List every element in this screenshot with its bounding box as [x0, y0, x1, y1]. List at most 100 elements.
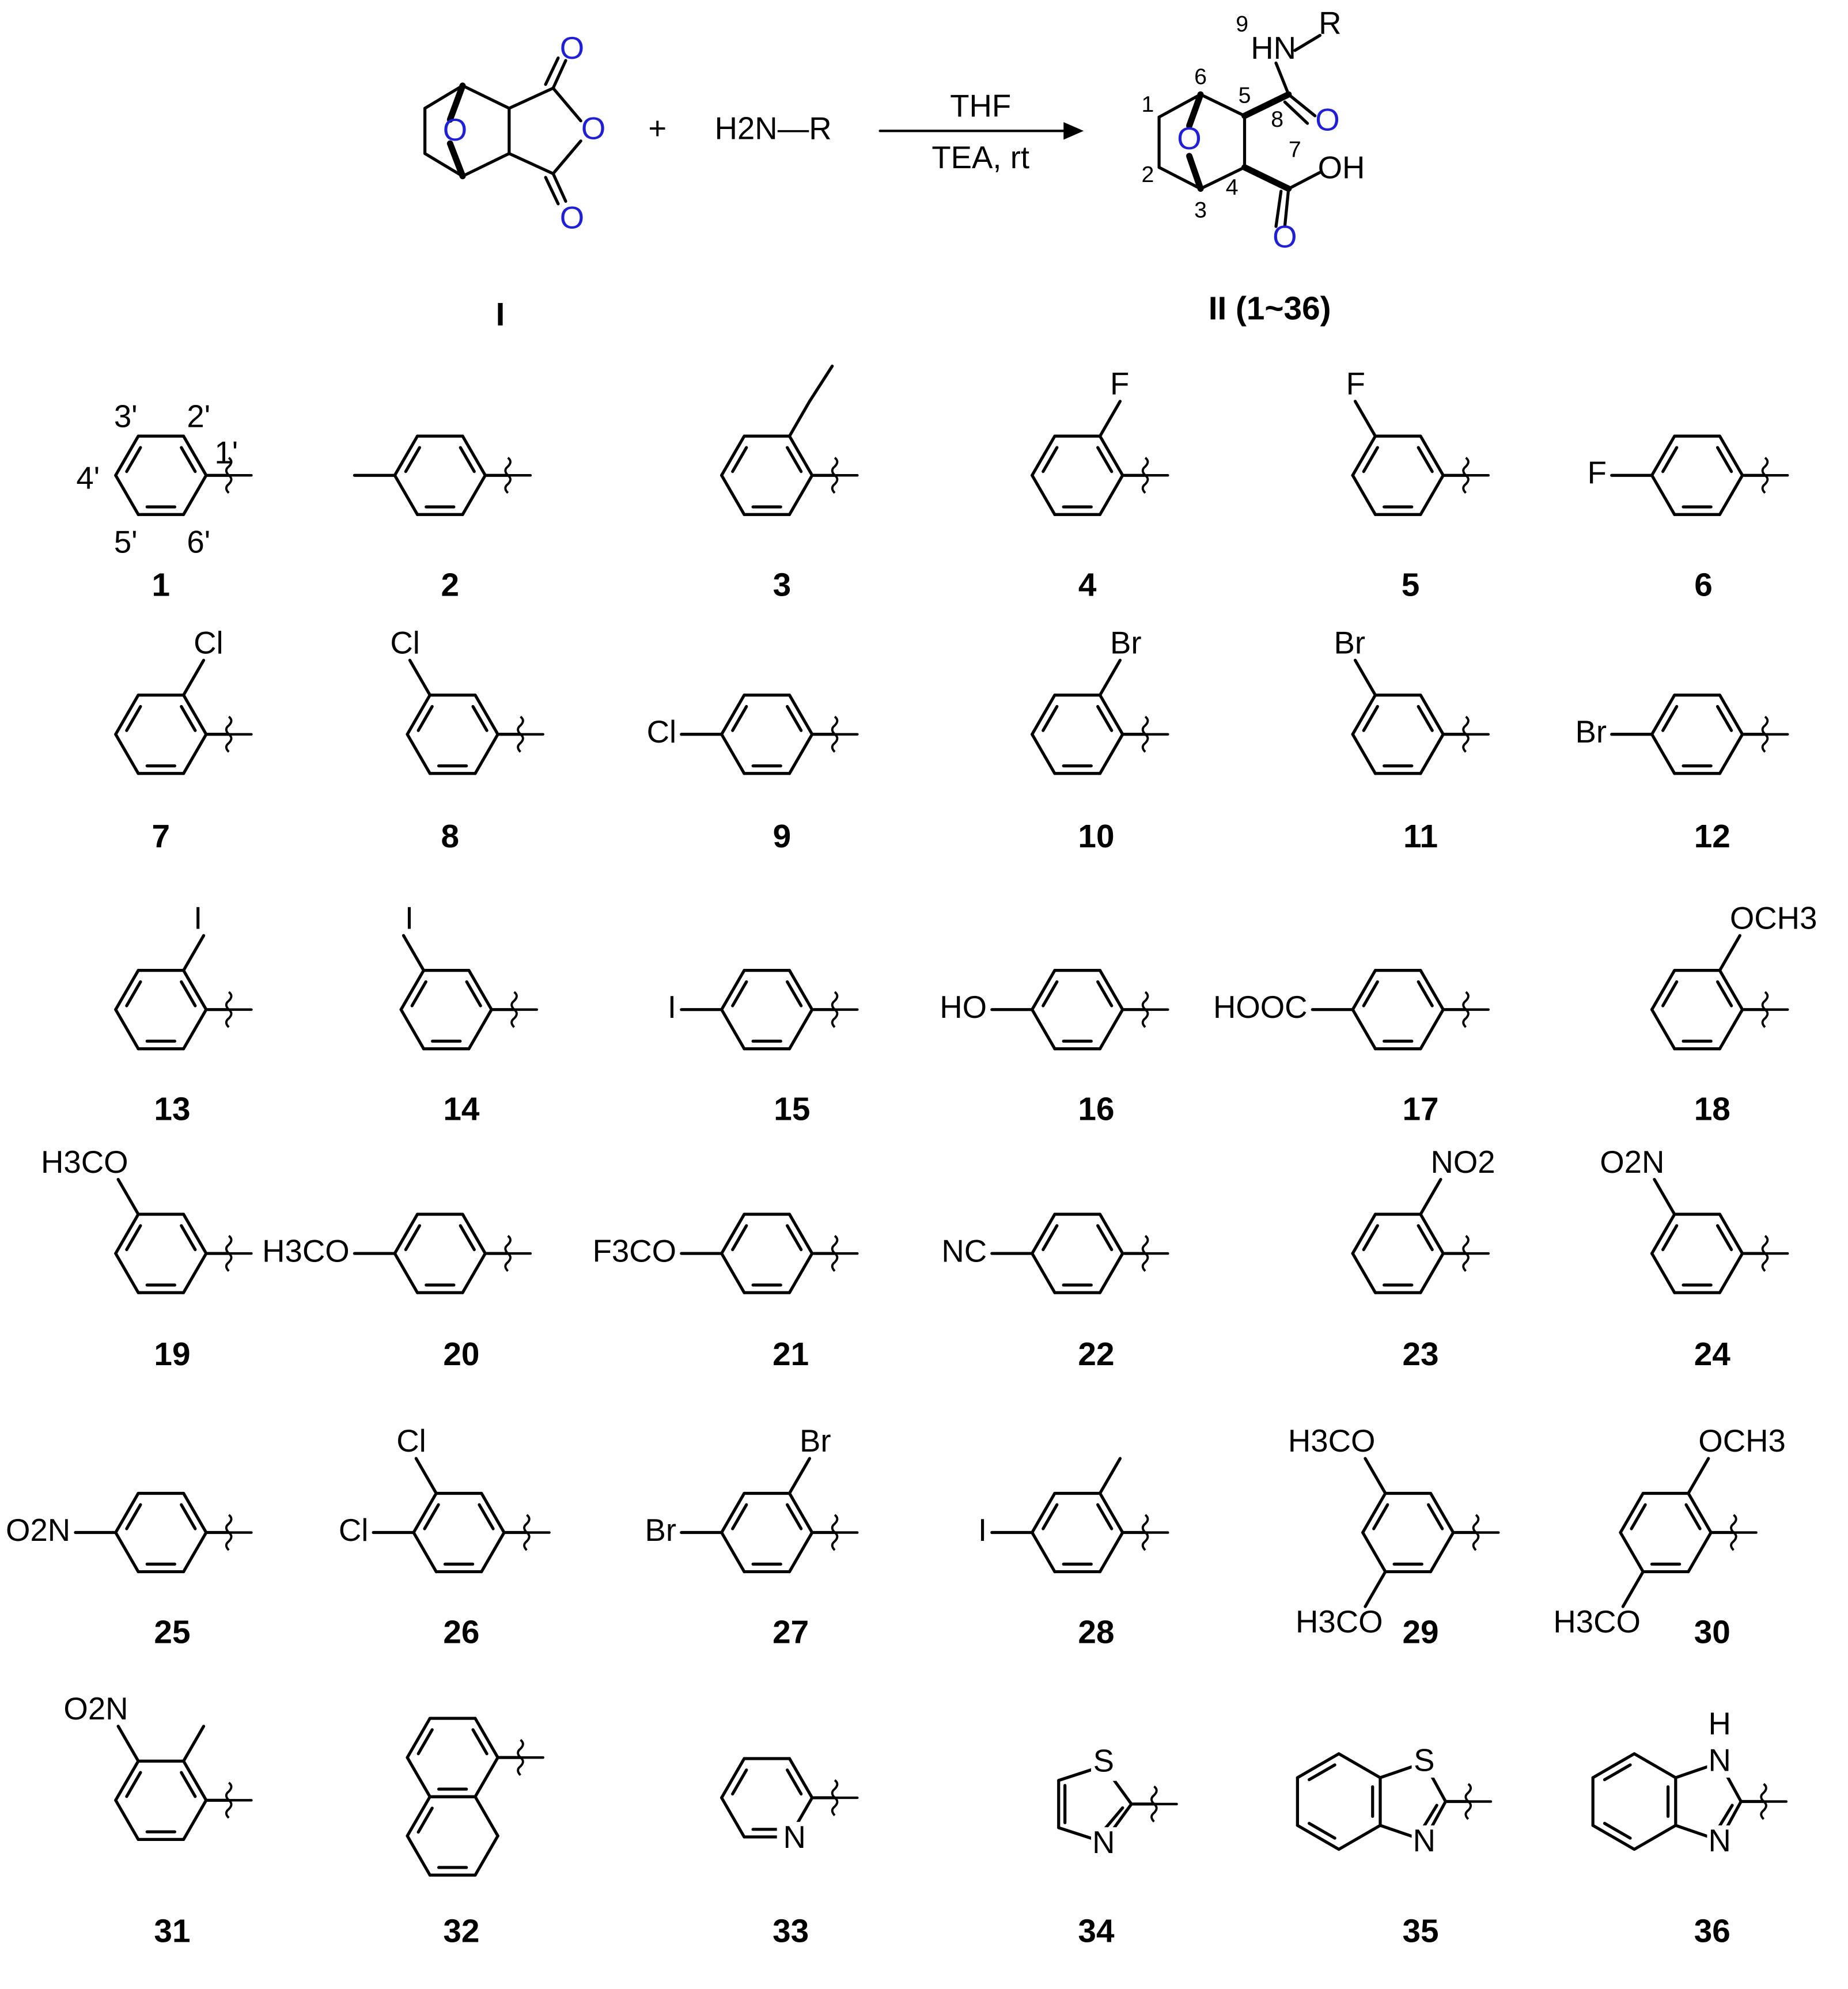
bond — [720, 1757, 746, 1799]
substituent-label: Br — [1334, 625, 1365, 660]
bond — [787, 1530, 814, 1574]
double-bond — [731, 980, 748, 1007]
double-bond — [1417, 1224, 1434, 1252]
compound-14: I14 — [399, 900, 539, 1127]
bond — [412, 1491, 438, 1535]
substituent-label: H3CO — [41, 1145, 128, 1180]
bond — [1619, 1530, 1645, 1574]
double-bond — [404, 1224, 421, 1252]
product-label: II (1~36) — [1209, 290, 1331, 327]
ring-nh-nitrogen: N — [1709, 1742, 1731, 1778]
double-bond — [465, 980, 482, 1007]
bond — [787, 1757, 814, 1799]
bond — [787, 969, 814, 1011]
bond — [181, 694, 208, 736]
bond — [787, 434, 814, 477]
bond — [720, 1491, 746, 1535]
bond — [1031, 969, 1056, 1011]
bond — [1650, 1213, 1676, 1255]
double-bond — [125, 980, 142, 1007]
bond — [114, 1008, 140, 1051]
bond — [1351, 969, 1377, 1011]
bond — [1429, 1530, 1455, 1574]
ring-nitrogen: N — [783, 1820, 806, 1855]
bond — [1287, 171, 1322, 191]
bond — [1361, 1530, 1387, 1574]
double-bond — [786, 704, 803, 732]
bond — [1098, 434, 1124, 477]
compound-number: 10 — [1078, 819, 1114, 855]
double-bond — [1372, 1503, 1389, 1530]
double-bond — [1096, 446, 1114, 473]
atom-label: O — [1273, 219, 1297, 254]
bond — [406, 1717, 431, 1759]
atom-number: 1 — [1142, 92, 1154, 117]
atom-number: 2 — [1142, 162, 1154, 187]
bond — [1650, 733, 1676, 775]
double-bond — [180, 1224, 197, 1252]
double-bond — [416, 1806, 434, 1834]
atom-number: 8 — [1271, 107, 1283, 132]
bond — [551, 86, 582, 123]
compound-number: 32 — [443, 1914, 479, 1950]
bond — [720, 1796, 746, 1839]
bond — [1283, 100, 1309, 125]
compound-number: 6 — [1694, 567, 1713, 603]
reactant-label: I — [496, 297, 505, 333]
substituent-label: HO — [940, 990, 987, 1025]
double-bond — [1684, 1503, 1702, 1530]
substituent-label: Br — [800, 1423, 831, 1458]
bond — [114, 733, 140, 775]
bond — [474, 1717, 499, 1759]
bond — [181, 1213, 208, 1255]
compound-number: 7 — [152, 819, 171, 855]
double-bond — [1716, 446, 1733, 473]
double-bond — [125, 446, 142, 473]
atom-number: 7 — [1289, 137, 1301, 162]
compound-number: 30 — [1694, 1614, 1730, 1650]
compound-number: 28 — [1078, 1614, 1114, 1650]
ring-sulfur: S — [1093, 1744, 1114, 1779]
substituent-bond — [787, 1457, 812, 1495]
bond — [181, 473, 208, 516]
substituent-bond — [181, 934, 206, 972]
compound-7: Cl7 — [114, 625, 253, 855]
plus-sign: + — [648, 111, 667, 146]
substituent-bond — [1621, 1570, 1645, 1608]
bond — [720, 694, 746, 736]
double-bond — [786, 1224, 803, 1252]
substituent-bond — [1653, 1177, 1676, 1216]
substituent-bond — [1364, 1570, 1387, 1608]
substituent-bond — [1364, 1457, 1387, 1495]
double-bond — [459, 1224, 476, 1252]
double-bond — [1661, 1224, 1679, 1252]
bond — [1031, 694, 1056, 736]
compound-15: I15 — [668, 969, 859, 1127]
carbonyl-bond — [544, 176, 560, 206]
amine-reagent: H2N—R — [715, 111, 832, 146]
bond — [181, 434, 208, 477]
bond — [461, 473, 487, 516]
bond — [423, 84, 464, 110]
substituent-bond — [116, 1177, 140, 1216]
bond — [1419, 969, 1445, 1011]
compound-number: 24 — [1694, 1336, 1731, 1373]
bond — [467, 1008, 493, 1051]
bond — [181, 1491, 208, 1535]
bond — [480, 1491, 506, 1535]
atom-number: 5 — [1239, 83, 1251, 108]
bond — [1199, 93, 1247, 118]
bond — [1687, 1491, 1713, 1535]
double-bond — [1661, 704, 1679, 732]
double-bond — [459, 446, 476, 473]
bond — [720, 1008, 746, 1051]
bond — [1351, 733, 1377, 775]
substituent-bond — [1419, 1177, 1442, 1216]
double-bond — [471, 704, 488, 732]
double-bond — [731, 704, 748, 732]
bond — [1031, 434, 1056, 477]
